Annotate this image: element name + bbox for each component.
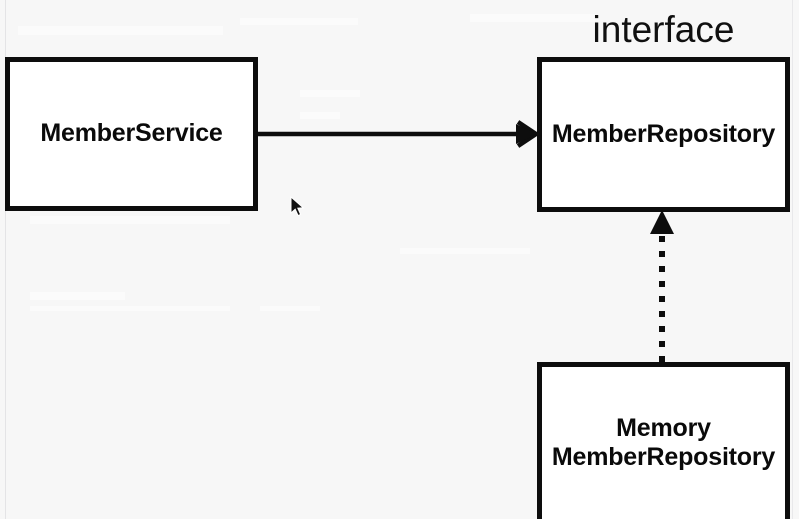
- background-artifact: [470, 14, 595, 22]
- edge-uses-arrowhead: [516, 120, 541, 148]
- background-artifact: [400, 248, 530, 254]
- background-artifact: [240, 18, 358, 25]
- background-artifact: [30, 216, 230, 224]
- edge-implements-arrow: [650, 210, 674, 362]
- background-artifact: [260, 306, 320, 311]
- interface-stereotype-label: interface: [592, 9, 735, 50]
- edge-uses-arrow: [258, 120, 541, 148]
- background-artifact: [30, 306, 230, 311]
- background-artifact: [18, 26, 223, 35]
- uml-node-member-service[interactable]: MemberService: [5, 57, 258, 211]
- left-gutter-divider: [5, 0, 6, 519]
- background-artifact: [300, 90, 360, 97]
- edge-implements-arrowhead: [650, 210, 674, 234]
- edge-uses-arrowhead-fill: [516, 124, 537, 144]
- uml-node-label: MemberService: [40, 119, 223, 148]
- background-artifact: [30, 292, 125, 300]
- mouse-cursor-arrow-icon: [290, 196, 305, 217]
- uml-node-memory-member-repository[interactable]: Memory MemberRepository: [537, 362, 790, 519]
- right-edge-divider: [792, 0, 793, 519]
- uml-node-member-repository[interactable]: MemberRepository: [537, 57, 790, 212]
- background-artifact: [300, 112, 340, 119]
- uml-node-label: MemberRepository: [551, 119, 776, 148]
- uml-node-label: Memory MemberRepository: [551, 413, 776, 472]
